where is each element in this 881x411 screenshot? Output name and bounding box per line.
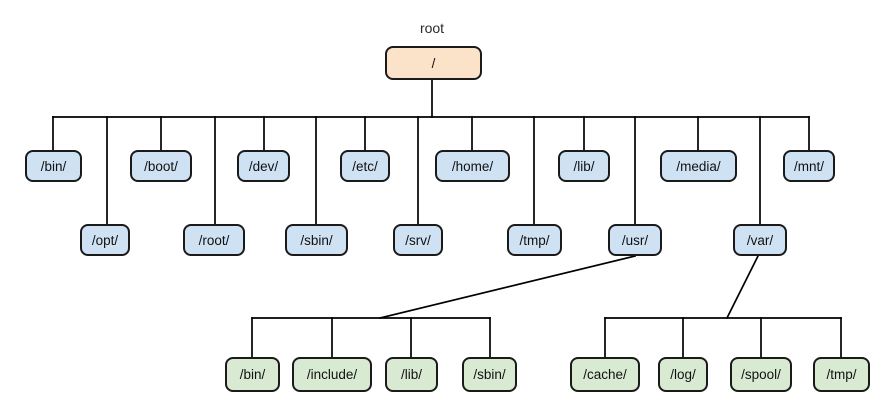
node-lib: /lib/ <box>558 150 610 182</box>
node-bin: /bin/ <box>25 150 82 182</box>
node-usr-bin: /bin/ <box>225 357 280 392</box>
usr-diagonal-line <box>378 254 637 320</box>
node-usr: /usr/ <box>608 224 662 256</box>
node-media: /media/ <box>660 150 737 182</box>
root-caption: root <box>419 20 445 36</box>
node-root-dir: /root/ <box>183 224 245 256</box>
node-var-cache: /cache/ <box>570 357 640 392</box>
node-etc: /etc/ <box>340 150 390 182</box>
node-var-log: /log/ <box>658 357 708 392</box>
var-bus-drops <box>604 317 842 358</box>
node-boot: /boot/ <box>130 150 192 182</box>
node-opt: /opt/ <box>80 224 130 256</box>
node-usr-include: /include/ <box>292 357 372 392</box>
node-usr-sbin: /sbin/ <box>462 357 517 392</box>
node-sbin: /sbin/ <box>285 224 348 256</box>
node-dev: /dev/ <box>237 150 290 182</box>
node-usr-lib: /lib/ <box>385 357 438 392</box>
node-var: /var/ <box>733 224 787 256</box>
node-root: / <box>385 46 482 80</box>
bus-drops-row1 <box>52 116 810 151</box>
node-var-spool: /spool/ <box>730 357 792 392</box>
node-home: /home/ <box>435 150 510 182</box>
bus-drops-row2 <box>106 116 761 225</box>
node-tmp: /tmp/ <box>507 224 562 256</box>
node-srv: /srv/ <box>393 224 443 256</box>
var-diagonal-line <box>725 254 760 320</box>
node-var-tmp: /tmp/ <box>813 357 870 392</box>
usr-bus-drops <box>251 317 491 358</box>
node-mnt: /mnt/ <box>783 150 835 182</box>
